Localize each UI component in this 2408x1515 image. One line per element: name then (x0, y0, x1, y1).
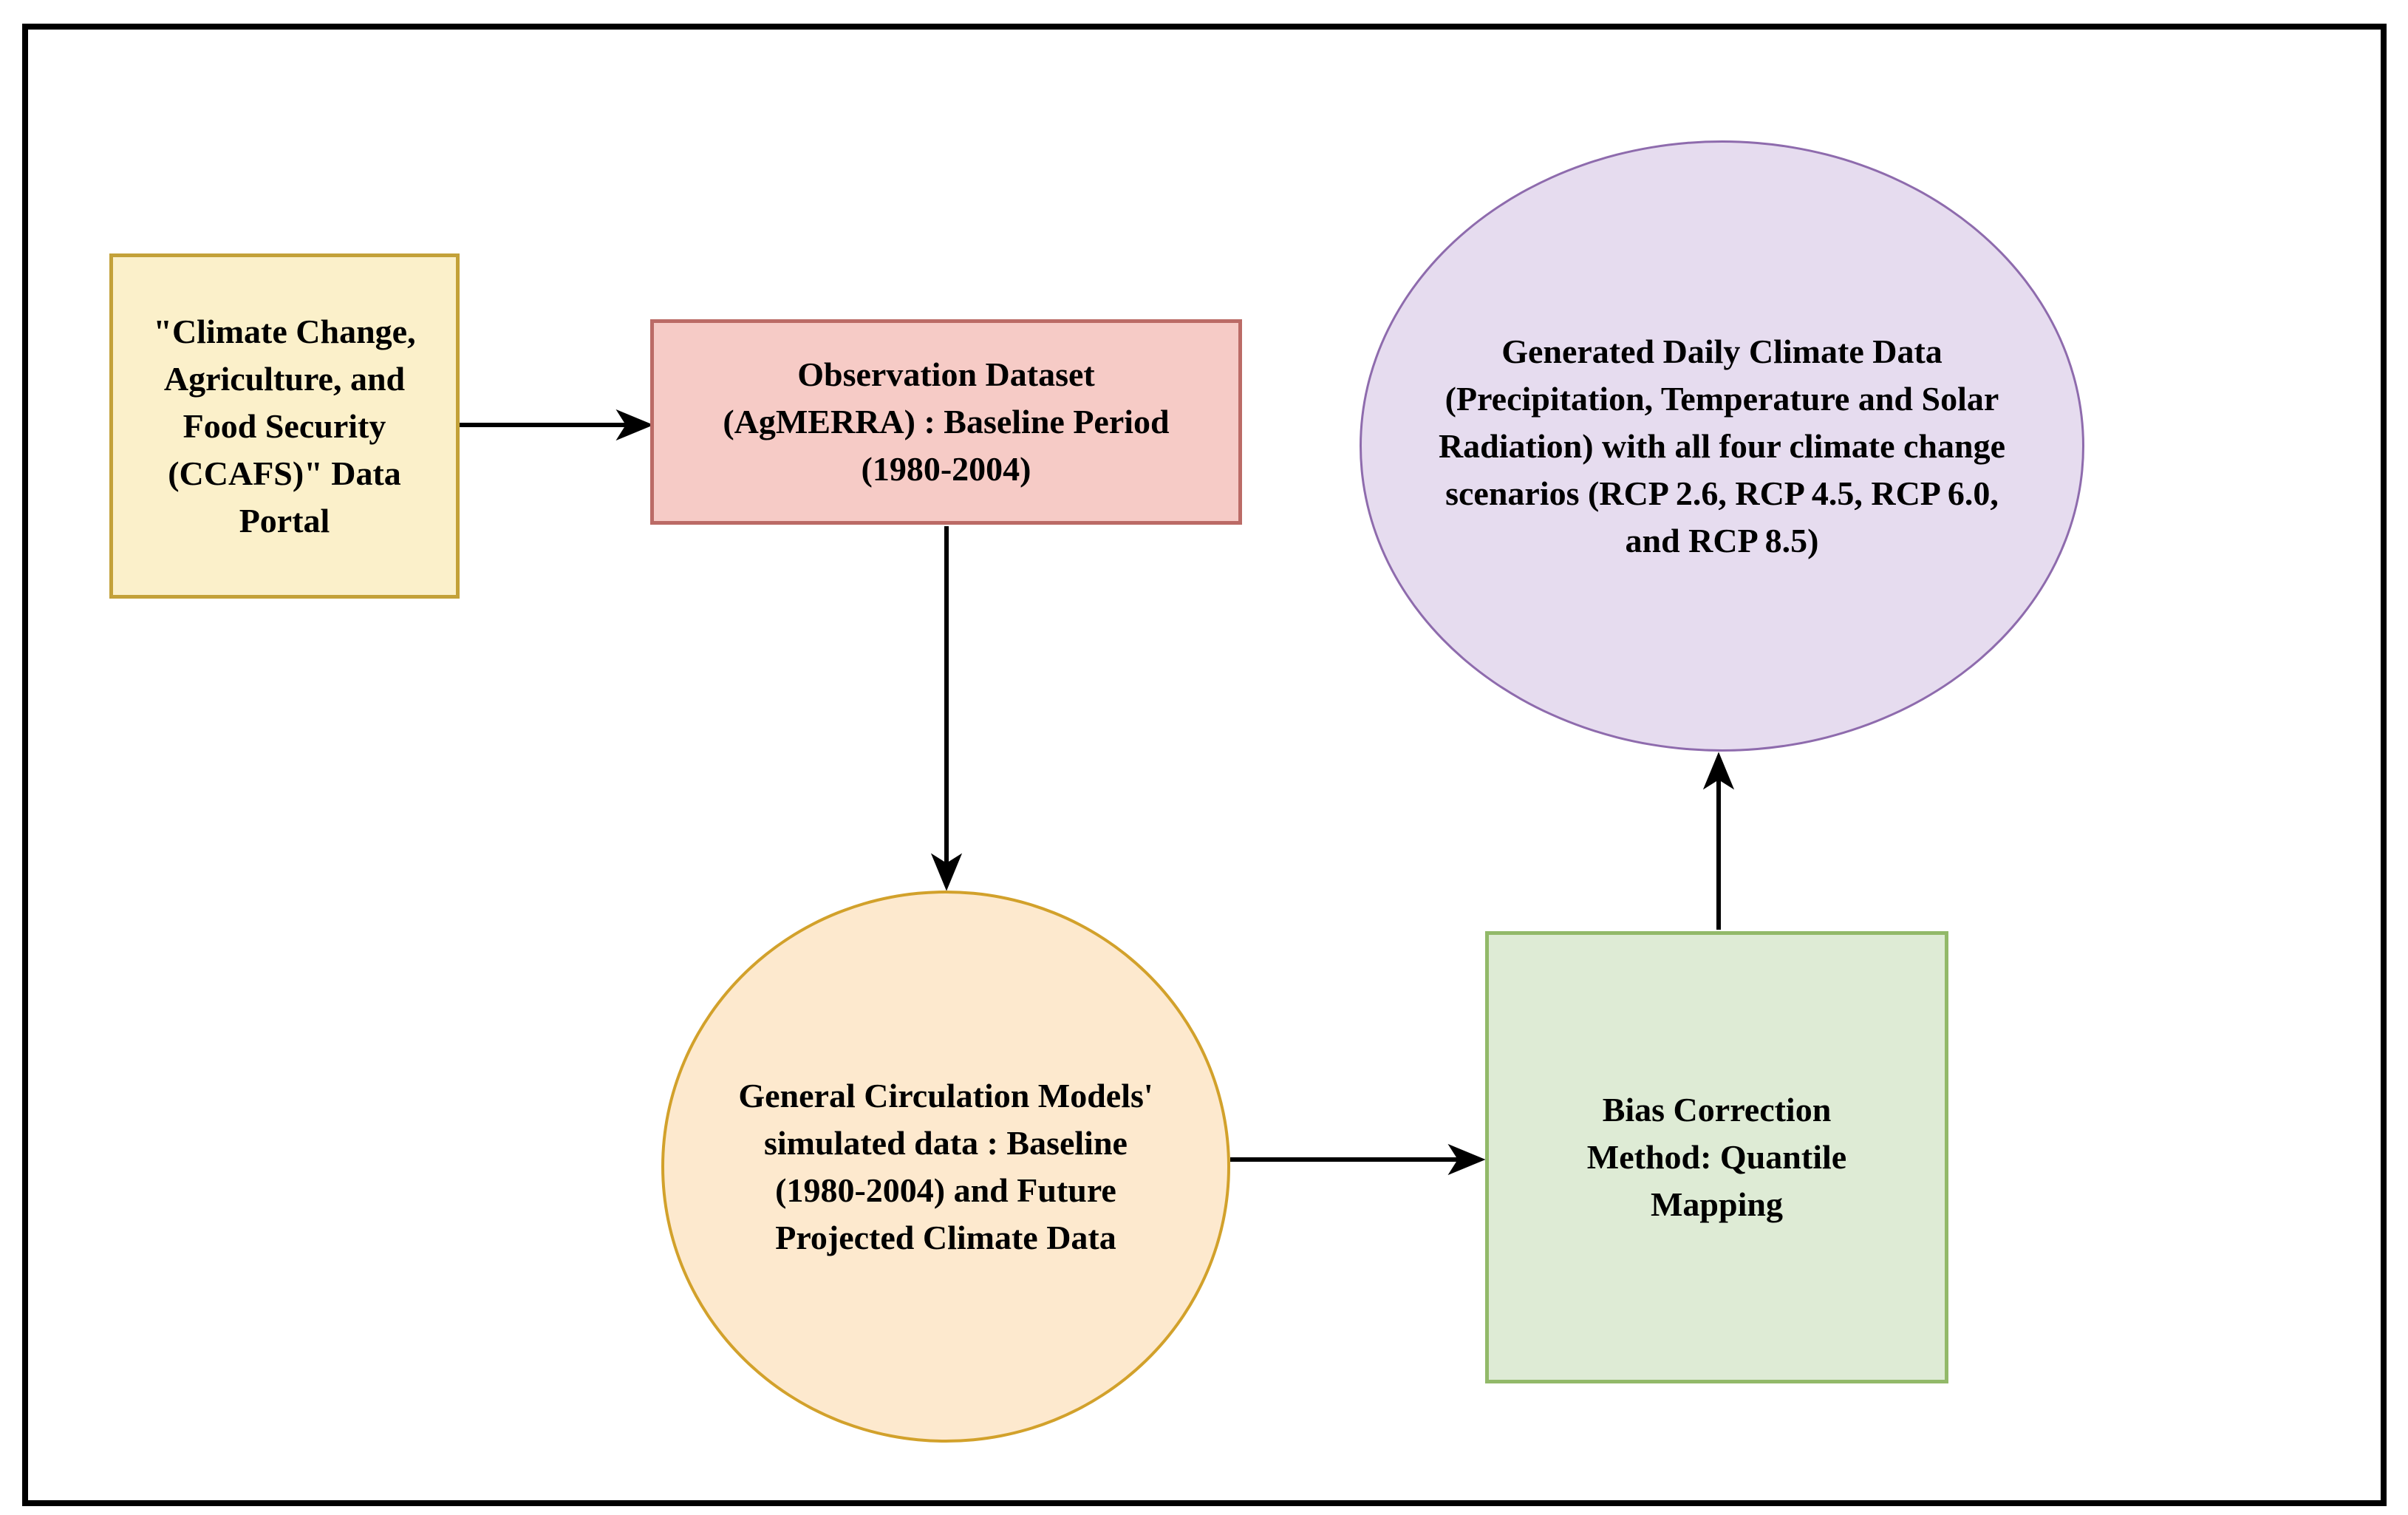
node-observation-dataset: Observation Dataset (AgMERRA) : Baseline… (650, 319, 1242, 525)
node-gcm-simulated-data: General Circulation Models' simulated da… (661, 891, 1230, 1443)
node-observation-dataset-label: Observation Dataset (AgMERRA) : Baseline… (723, 355, 1170, 488)
node-generated-climate-data: Generated Daily Climate Data (Precipitat… (1360, 140, 2084, 752)
diagram-border (22, 24, 2387, 1506)
node-ccafs-data-portal-label: "Climate Change, Agriculture, and Food S… (153, 312, 416, 539)
node-ccafs-data-portal: "Climate Change, Agriculture, and Food S… (109, 253, 460, 599)
node-bias-correction: Bias Correction Method: Quantile Mapping (1485, 931, 1948, 1383)
node-bias-correction-label: Bias Correction Method: Quantile Mapping (1586, 1091, 1847, 1223)
node-generated-climate-data-label: Generated Daily Climate Data (Precipitat… (1438, 332, 2006, 559)
node-gcm-simulated-data-label: General Circulation Models' simulated da… (738, 1076, 1153, 1256)
